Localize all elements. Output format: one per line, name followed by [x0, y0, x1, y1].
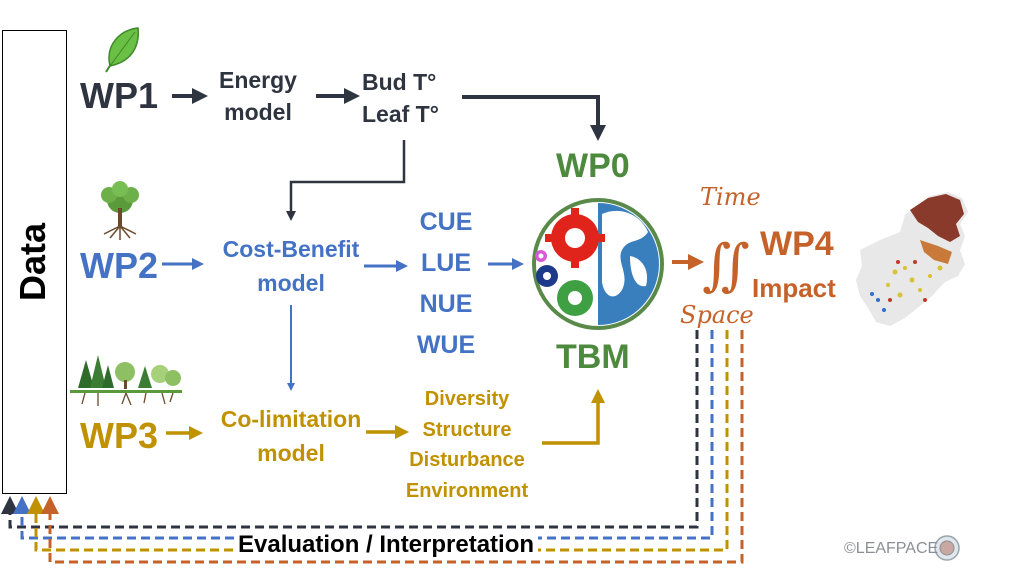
- feedback-line-dark: [1, 330, 699, 529]
- tree-icon: [101, 181, 139, 240]
- nue-label: NUE: [419, 290, 473, 318]
- double-integral-symbol: ∬: [702, 233, 750, 298]
- tbm-label: TBM: [556, 338, 630, 376]
- wp1-label: WP1: [80, 75, 159, 116]
- bud-leaf-temp-label: Bud T° Leaf T°: [362, 66, 439, 130]
- wue-label: WUE: [416, 331, 476, 359]
- co-limitation-line-2: model: [257, 440, 325, 466]
- environment-label: Environment: [405, 479, 529, 502]
- feedback-line-orange: [41, 330, 744, 564]
- co-limitation-model-label: Co-limitation model: [206, 402, 376, 470]
- efficiency-list: CUE LUE NUE WUE: [406, 202, 486, 366]
- wp0-label: WP0: [556, 147, 630, 185]
- leaf-icon: [105, 27, 139, 73]
- cost-benefit-line-1: Cost-Benefit: [222, 236, 360, 262]
- wp3-label: WP3: [80, 415, 159, 456]
- evaluation-interpretation-label: Evaluation / Interpretation: [234, 530, 539, 560]
- co-limitation-line-1: Co-limitation: [220, 406, 362, 432]
- leafpace-logo-icon: [934, 535, 960, 561]
- impact-label: Impact: [752, 273, 836, 303]
- tbm-globe-icon: [532, 198, 664, 330]
- cost-benefit-model-label: Cost-Benefit model: [206, 232, 376, 300]
- energy-model-line-1: Energy: [219, 67, 297, 93]
- wp2-label: WP2: [80, 245, 159, 286]
- cost-benefit-line-2: model: [257, 270, 325, 296]
- lue-label: LUE: [421, 249, 471, 277]
- forest-icon: [70, 355, 182, 406]
- structure-label: Structure: [422, 418, 512, 441]
- data-box: [2, 30, 67, 494]
- wp4-label: WP4: [760, 225, 834, 263]
- cue-label: CUE: [419, 208, 473, 236]
- arrow-budleaf-costbenefit: [286, 140, 406, 221]
- drivers-list: Diversity Structure Disturbance Environm…: [394, 384, 540, 506]
- diversity-label: Diversity: [424, 388, 510, 410]
- energy-model-label: Energy model: [208, 64, 308, 128]
- europe-map-image: [856, 192, 968, 326]
- copyright-label: ©LEAFPACE: [844, 540, 939, 557]
- arrow-budleaf-wp0: [462, 95, 606, 141]
- leaf-temp-label: Leaf T°: [362, 101, 439, 127]
- arrow-drivers-tbm: [542, 389, 605, 445]
- disturbance-label: Disturbance: [409, 449, 525, 471]
- time-label: Time: [700, 183, 761, 211]
- space-label: Space: [680, 301, 754, 329]
- energy-model-line-2: model: [224, 99, 292, 125]
- bud-temp-label: Bud T°: [362, 69, 437, 95]
